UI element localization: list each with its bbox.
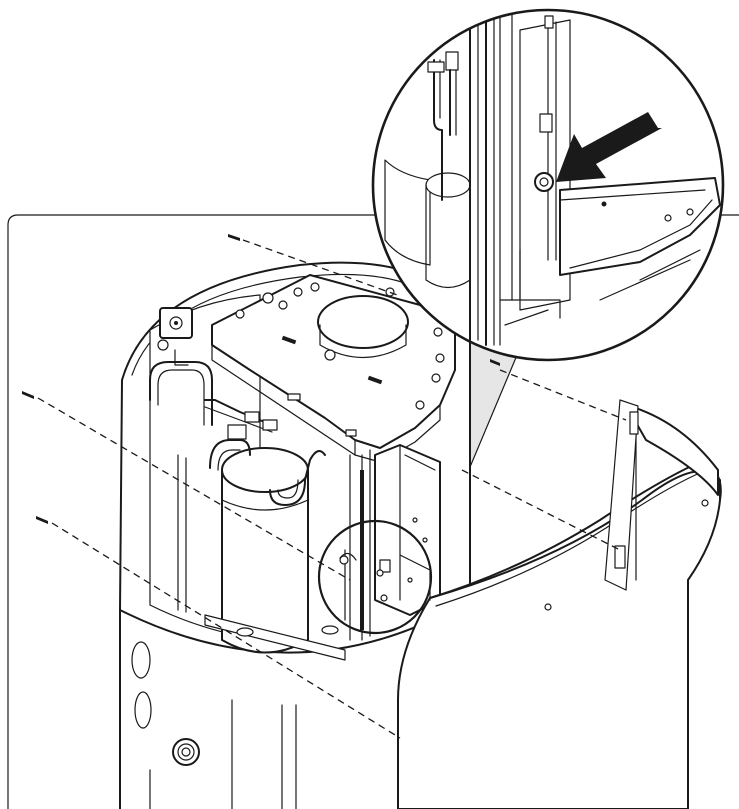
screw-1 <box>228 234 401 297</box>
target-bolt <box>534 172 554 192</box>
screw-2 <box>22 391 351 581</box>
top-plate <box>211 274 456 463</box>
internal-components <box>149 274 456 661</box>
removed-front-cover <box>397 399 722 809</box>
left-bracket <box>157 307 193 366</box>
detail-highlight-circle <box>317 519 433 635</box>
screw-4 <box>490 359 627 421</box>
water-outlet <box>172 738 200 766</box>
detail-highlight-content <box>339 549 431 621</box>
compressor <box>204 439 346 661</box>
dashed-line-cover <box>461 469 621 551</box>
arrow-icon <box>556 112 662 182</box>
pipe-loop <box>149 361 278 440</box>
screw-3 <box>36 516 401 739</box>
magnified-detail <box>371 8 725 362</box>
